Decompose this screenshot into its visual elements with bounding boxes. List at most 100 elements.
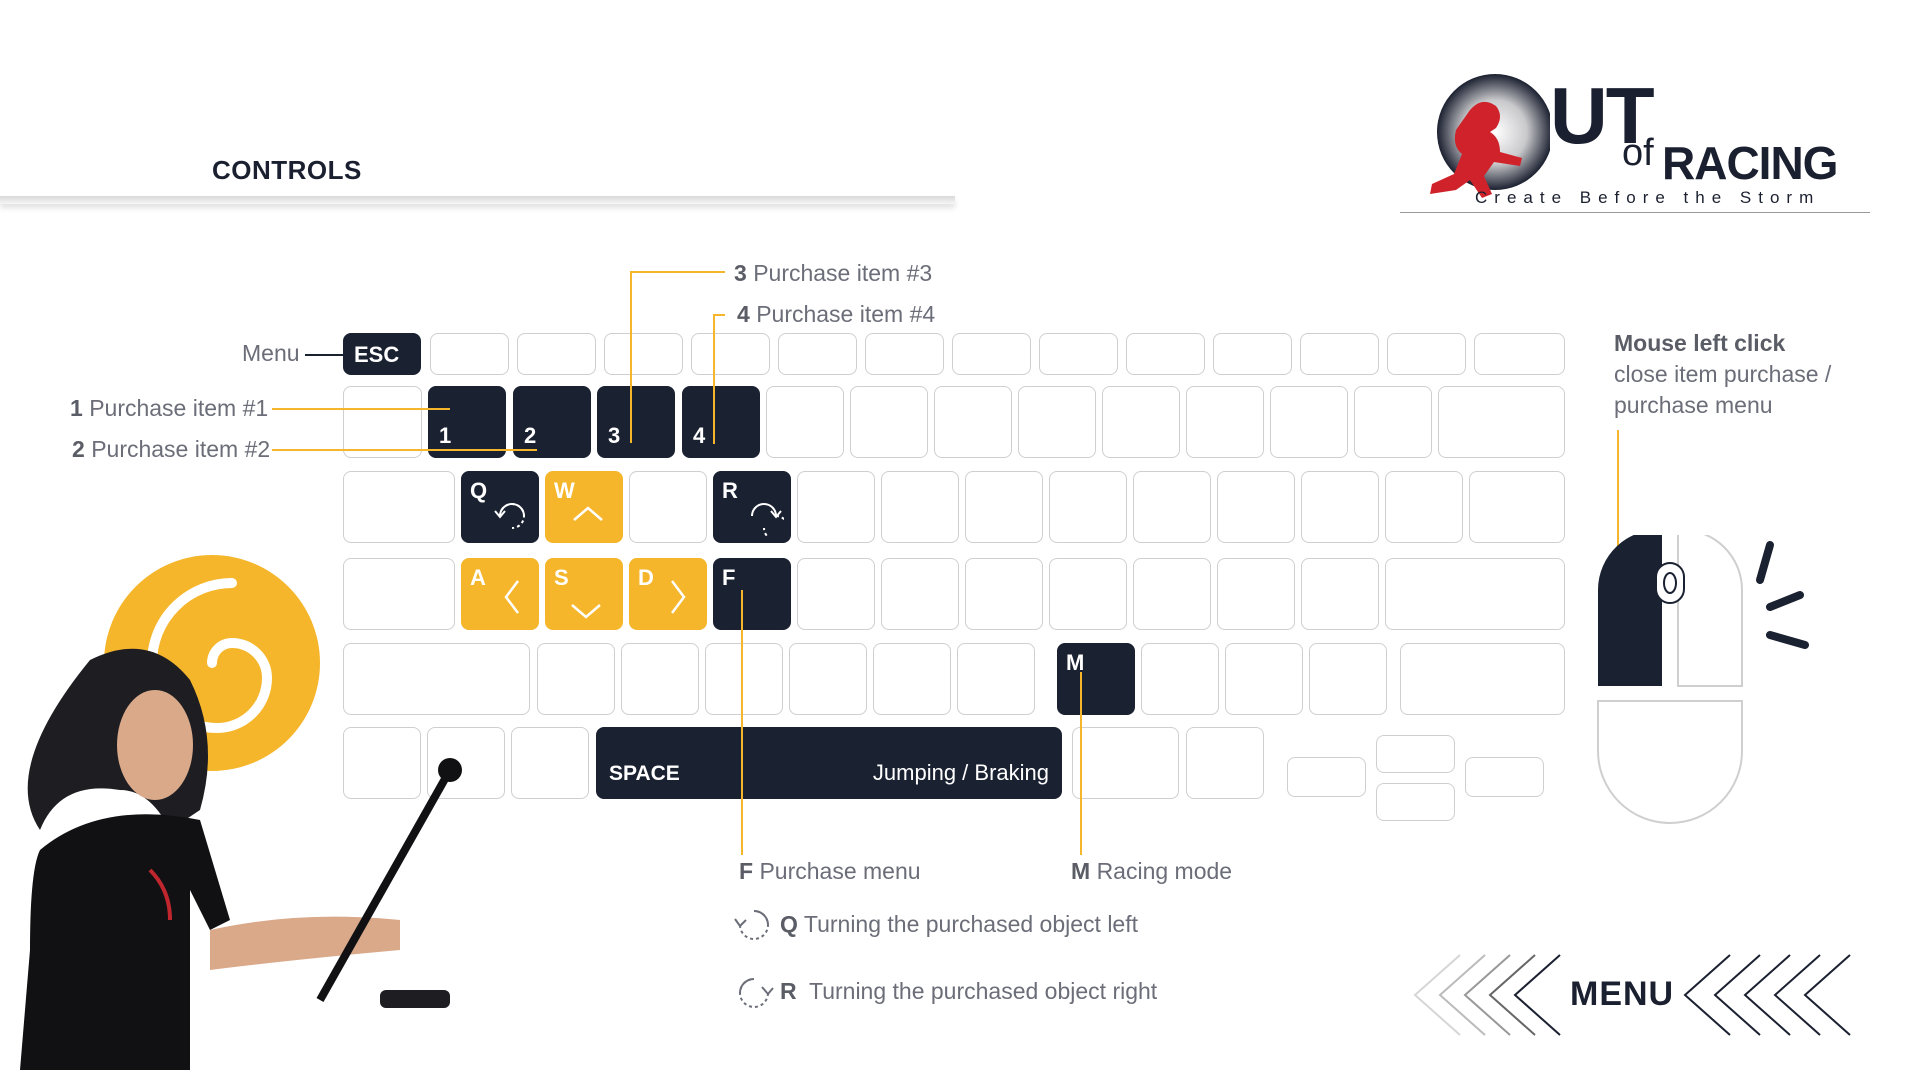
key-f5[interactable] (778, 333, 857, 375)
rotate-right-icon (739, 978, 774, 1008)
key-g[interactable] (797, 558, 875, 630)
logo-emblem (1430, 74, 1550, 198)
character-illustration (20, 648, 462, 1070)
key-slash[interactable] (1309, 643, 1387, 715)
key-6[interactable] (850, 386, 928, 458)
key-esc[interactable]: ESC (343, 333, 421, 375)
key-f[interactable]: F (713, 558, 791, 630)
key-equals[interactable] (1354, 386, 1432, 458)
logo: UT of RACING Create Before the Storm (1400, 70, 1870, 220)
key-f1[interactable] (430, 333, 509, 375)
key-minus[interactable] (1270, 386, 1348, 458)
key-arrow-up[interactable] (1376, 735, 1455, 773)
key-j[interactable] (965, 558, 1043, 630)
key-bracket-left[interactable] (1301, 471, 1379, 543)
key-u[interactable] (965, 471, 1043, 543)
key-backspace[interactable] (1438, 386, 1565, 458)
key-v[interactable] (789, 643, 867, 715)
key-l[interactable] (1133, 558, 1211, 630)
key-w[interactable]: W (545, 471, 623, 543)
key-f13[interactable] (1474, 333, 1565, 375)
key-2[interactable]: 2 (513, 386, 591, 458)
key-r[interactable]: R (713, 471, 791, 543)
key-ctrl-right[interactable] (1186, 727, 1264, 799)
key-y[interactable] (881, 471, 959, 543)
key-arrow-left[interactable] (1287, 757, 1366, 797)
key-t[interactable] (797, 471, 875, 543)
m-annotation: M Racing mode (1071, 858, 1233, 884)
key-8[interactable] (1018, 386, 1096, 458)
key-space[interactable]: SPACE Jumping / Braking (596, 727, 1062, 799)
key-4[interactable]: 4 (682, 386, 760, 458)
menu-annotation: Menu (242, 340, 300, 366)
item1-annotation: 1 Purchase item #1 (70, 395, 269, 421)
key-semicolon[interactable] (1217, 558, 1295, 630)
key-meta[interactable] (511, 727, 589, 799)
key-b[interactable] (873, 643, 951, 715)
key-i[interactable] (1049, 471, 1127, 543)
leader-item2 (272, 449, 537, 451)
logo-racing: RACING (1662, 137, 1838, 189)
key-p[interactable] (1217, 471, 1295, 543)
key-ctrl[interactable] (343, 727, 421, 799)
key-z[interactable] (537, 643, 615, 715)
key-q[interactable]: Q (461, 471, 539, 543)
logo-ut: UT (1550, 71, 1655, 160)
rotate-left-icon (494, 502, 525, 529)
arrow-up-icon (573, 506, 603, 521)
header-divider (0, 196, 955, 204)
key-shift-right[interactable] (1400, 643, 1565, 715)
key-f8[interactable] (1039, 333, 1118, 375)
key-f9[interactable] (1126, 333, 1205, 375)
leader-mouse (1617, 430, 1619, 645)
key-enter[interactable] (1385, 558, 1565, 630)
key-3[interactable]: 3 (597, 386, 675, 458)
key-d[interactable]: D (629, 558, 707, 630)
key-comma[interactable] (1141, 643, 1219, 715)
key-f3[interactable] (604, 333, 683, 375)
key-e[interactable] (629, 471, 707, 543)
key-m[interactable]: M (1057, 643, 1135, 715)
key-a[interactable]: A (461, 558, 539, 630)
key-tab[interactable] (343, 471, 455, 543)
key-9[interactable] (1102, 386, 1180, 458)
mouse-icon (1597, 535, 1809, 824)
key-f12[interactable] (1387, 333, 1466, 375)
chevrons-left-icon (1413, 954, 1561, 1036)
key-f10[interactable] (1213, 333, 1292, 375)
key-f4[interactable] (691, 333, 770, 375)
key-1[interactable]: 1 (428, 386, 506, 458)
key-bracket-right[interactable] (1385, 471, 1463, 543)
key-c[interactable] (705, 643, 783, 715)
key-arrow-down[interactable] (1376, 783, 1455, 821)
key-backtick[interactable] (343, 386, 422, 458)
key-x[interactable] (621, 643, 699, 715)
rotate-left-icon (734, 910, 769, 940)
key-f7[interactable] (952, 333, 1031, 375)
key-period[interactable] (1225, 643, 1303, 715)
f-annotation: F Purchase menu (739, 858, 921, 884)
menu-button[interactable]: MENU (1570, 975, 1675, 1013)
key-k[interactable] (1049, 558, 1127, 630)
key-o[interactable] (1133, 471, 1211, 543)
key-f11[interactable] (1300, 333, 1379, 375)
key-backslash[interactable] (1469, 471, 1565, 543)
logo-tagline: Create Before the Storm (1475, 188, 1821, 207)
key-caps[interactable] (343, 558, 455, 630)
leader-item3-h (630, 271, 725, 273)
key-alt-right[interactable] (1072, 727, 1179, 799)
key-h[interactable] (881, 558, 959, 630)
key-5[interactable] (766, 386, 844, 458)
key-shift-left[interactable] (343, 643, 530, 715)
key-quote[interactable] (1301, 558, 1379, 630)
key-7[interactable] (934, 386, 1012, 458)
arrow-left-icon (504, 580, 519, 614)
key-arrow-right[interactable] (1465, 757, 1544, 797)
arrow-right-icon (671, 580, 686, 614)
key-f6[interactable] (865, 333, 944, 375)
arrow-down-icon (571, 604, 601, 619)
key-f2[interactable] (517, 333, 596, 375)
key-n[interactable] (957, 643, 1035, 715)
key-0[interactable] (1186, 386, 1264, 458)
key-s[interactable]: S (545, 558, 623, 630)
